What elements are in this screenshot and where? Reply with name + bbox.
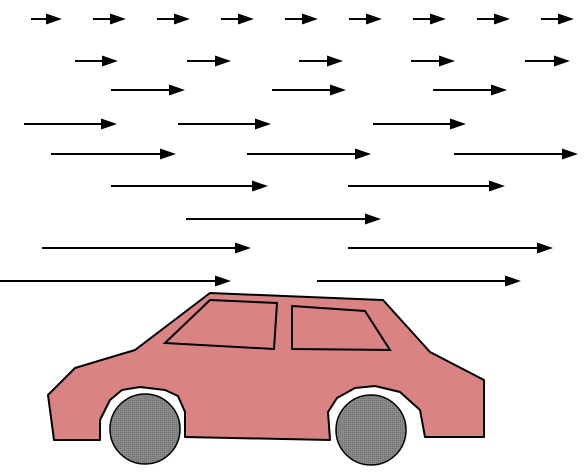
airflow-arrow bbox=[24, 118, 117, 130]
airflow-arrow bbox=[272, 84, 346, 96]
airflow-arrow bbox=[454, 148, 578, 160]
car-front-window bbox=[291, 304, 392, 352]
airflow-arrow bbox=[111, 180, 268, 192]
airflow-arrow bbox=[433, 84, 507, 96]
airflow-arrow bbox=[541, 13, 574, 25]
car-rear-window bbox=[162, 298, 279, 351]
airflow-arrow bbox=[75, 55, 118, 67]
airflow-arrows bbox=[0, 13, 578, 287]
airflow-arrow bbox=[348, 242, 553, 254]
airflow-arrow bbox=[299, 55, 343, 67]
airflow-arrow bbox=[373, 118, 466, 130]
airflow-arrow bbox=[42, 242, 251, 254]
airflow-arrow bbox=[187, 55, 231, 67]
airflow-arrow bbox=[477, 13, 510, 25]
airflow-arrow bbox=[186, 213, 381, 225]
airflow-arrow bbox=[157, 13, 190, 25]
airflow-arrow bbox=[178, 118, 271, 130]
airflow-arrow bbox=[413, 13, 446, 25]
airflow-arrow bbox=[349, 13, 382, 25]
airflow-arrow bbox=[51, 148, 176, 160]
car bbox=[47, 292, 485, 466]
airflow-arrow bbox=[93, 13, 126, 25]
airflow-arrow bbox=[317, 275, 521, 287]
airflow-arrow bbox=[285, 13, 318, 25]
car-rear-wheel bbox=[109, 393, 181, 465]
airflow-arrow bbox=[221, 13, 254, 25]
airflow-arrow bbox=[111, 84, 185, 96]
car-front-wheel bbox=[335, 394, 407, 466]
airflow-arrow bbox=[31, 13, 62, 25]
airflow-arrow bbox=[0, 275, 231, 287]
airflow-arrow bbox=[411, 55, 455, 67]
airflow-arrow bbox=[348, 180, 505, 192]
airflow-arrow bbox=[525, 55, 570, 67]
airflow-arrow bbox=[247, 148, 371, 160]
